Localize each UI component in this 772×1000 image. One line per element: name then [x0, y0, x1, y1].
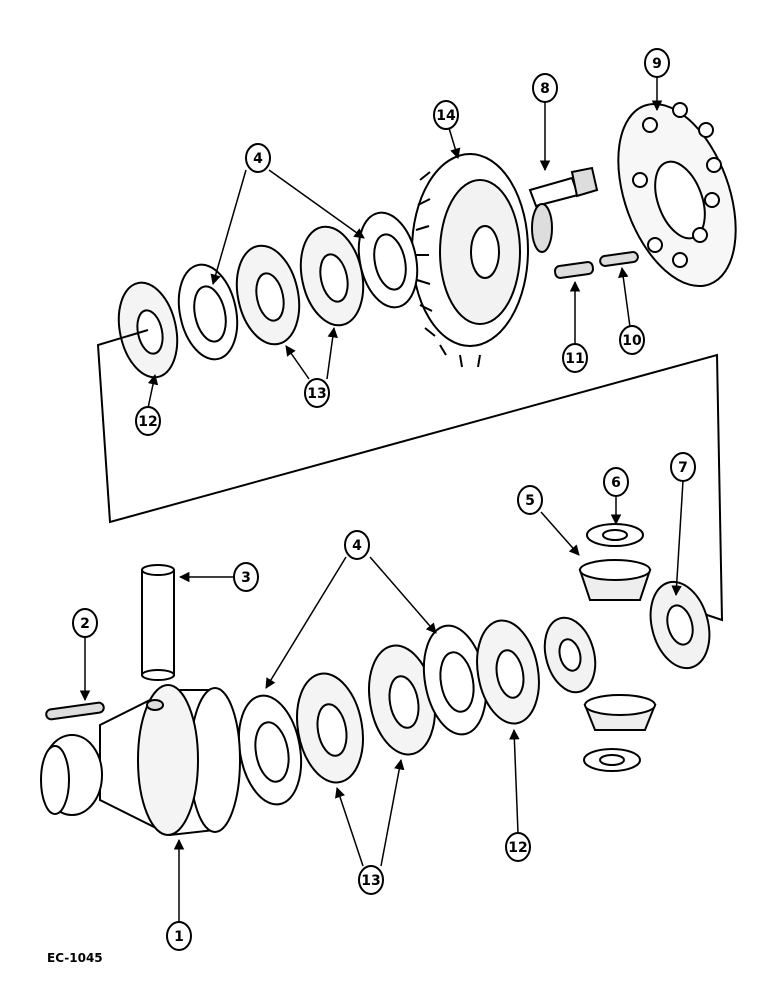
callout-8: 8	[532, 73, 558, 103]
leader-4b-right	[369, 556, 437, 634]
callout-13-lower: 13	[358, 865, 384, 895]
svg-text:10: 10	[622, 333, 642, 349]
side-pinion-gears	[543, 523, 711, 772]
callout-7: 7	[670, 452, 696, 482]
leader-lines	[79, 77, 684, 922]
callout-2: 2	[72, 608, 98, 638]
leader-7	[671, 480, 684, 597]
svg-text:12: 12	[138, 414, 157, 430]
callout-12-lower: 12	[505, 832, 531, 862]
svg-text:7: 7	[678, 460, 688, 476]
leader-14	[448, 127, 461, 160]
roll-pins-part	[553, 251, 639, 279]
leader-4a-right	[268, 169, 365, 239]
callout-12-upper: 12	[135, 406, 161, 436]
ring-gear-part	[411, 153, 553, 368]
lower-disc-stack	[237, 619, 540, 806]
leader-13a-left	[285, 345, 310, 380]
leader-5	[540, 511, 580, 556]
svg-text:3: 3	[241, 570, 251, 586]
drawing-reference: EC-1045	[47, 951, 103, 965]
cross-shaft-part	[141, 564, 175, 681]
svg-text:1: 1	[174, 929, 184, 945]
callout-1: 1	[166, 921, 192, 951]
leader-13b-left	[335, 787, 364, 867]
svg-text:8: 8	[540, 81, 550, 97]
leader-13a-right	[326, 326, 338, 380]
callout-11: 11	[562, 343, 588, 373]
callout-4-upper: 4	[245, 143, 271, 173]
svg-text:11: 11	[565, 351, 584, 367]
callout-10: 10	[619, 325, 645, 355]
small-pin-part	[45, 701, 105, 721]
leader-4a-left	[210, 169, 247, 286]
callout-5: 5	[517, 485, 543, 515]
callout-14: 14	[433, 100, 459, 130]
callout-9: 9	[644, 48, 670, 78]
leader-10	[618, 266, 631, 328]
leader-12a	[147, 373, 159, 409]
assembly-bracket-lines	[96, 329, 724, 622]
differential-case-part	[40, 684, 242, 837]
svg-text:4: 4	[253, 151, 263, 167]
svg-text:5: 5	[525, 493, 535, 509]
callout-4-lower: 4	[344, 530, 370, 560]
callout-13-upper: 13	[304, 378, 330, 408]
svg-text:6: 6	[611, 475, 621, 491]
leader-12b	[509, 728, 520, 834]
svg-text:13: 13	[307, 386, 326, 402]
svg-text:4: 4	[352, 538, 362, 554]
callout-6: 6	[603, 467, 629, 497]
upper-disc-stack	[117, 211, 419, 379]
svg-text:13: 13	[361, 873, 380, 889]
bolt-part	[528, 166, 599, 208]
svg-text:14: 14	[436, 108, 456, 124]
callout-3: 3	[233, 562, 259, 592]
lock-plate-part	[617, 102, 737, 288]
leader-13b-right	[380, 758, 405, 867]
leader-4b-left	[265, 556, 347, 689]
svg-text:2: 2	[80, 616, 90, 632]
svg-text:9: 9	[652, 56, 662, 72]
svg-text:12: 12	[508, 840, 527, 856]
